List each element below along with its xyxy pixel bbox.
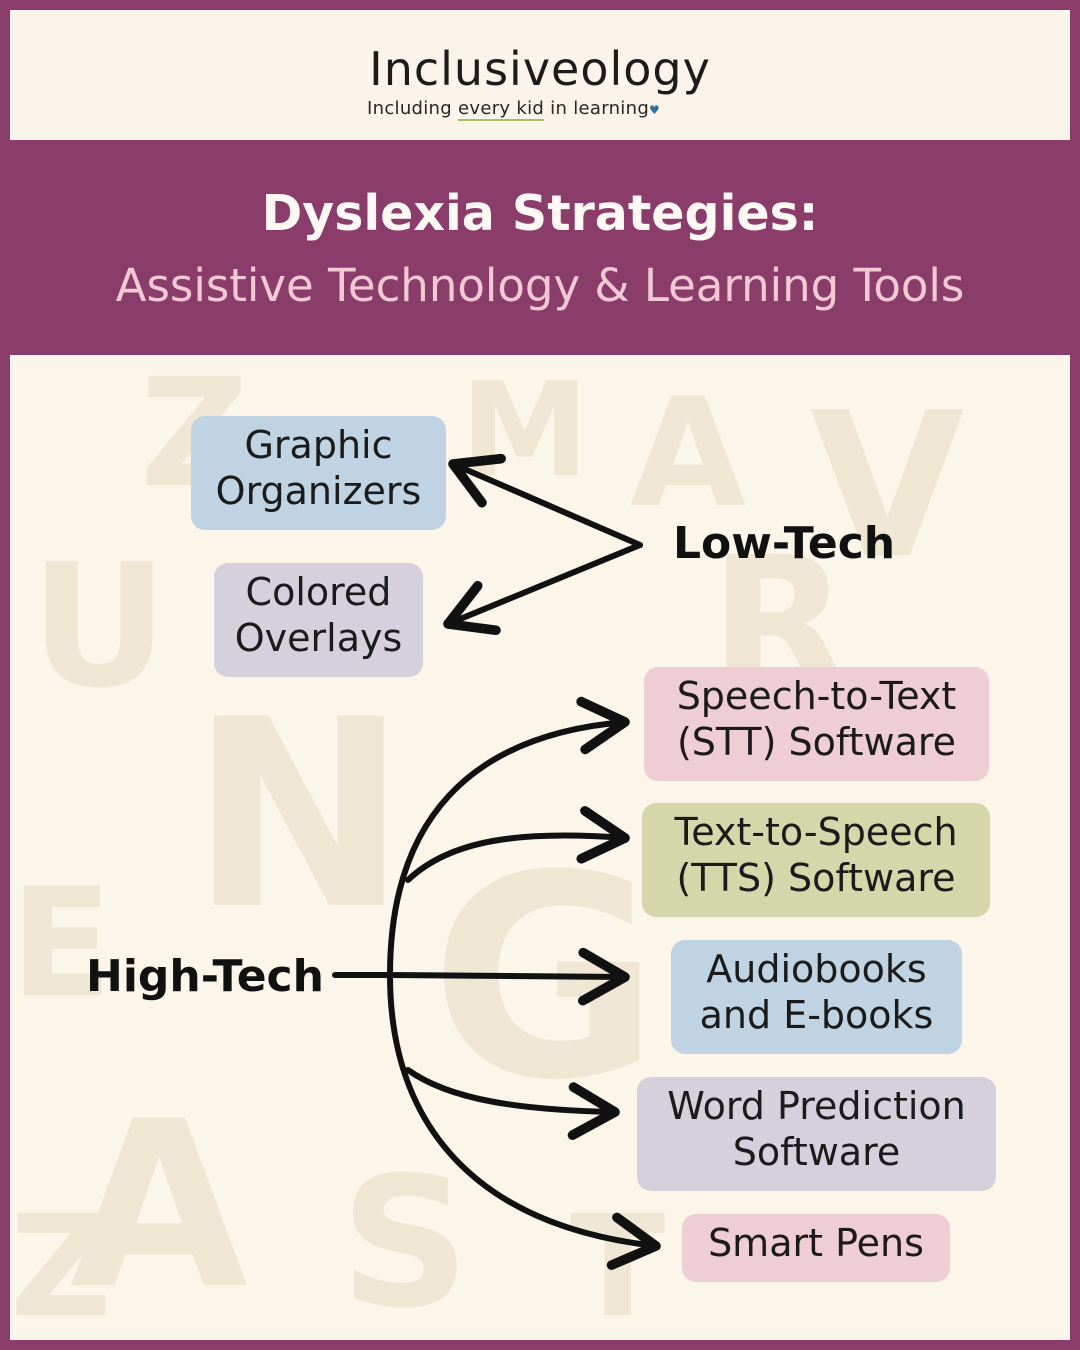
svg-text:A: A (630, 367, 746, 541)
high-tech-item: Text-to-Speech (TTS) Software (642, 803, 990, 917)
svg-text:T: T (570, 1186, 666, 1340)
item-line-2: (STT) Software (676, 720, 957, 764)
item-line-1: Colored (245, 570, 392, 614)
low-tech-label: Low-Tech (673, 518, 896, 569)
high-tech-item: Word Prediction Software (637, 1077, 996, 1191)
svg-text:A: A (70, 1073, 248, 1340)
item-line-1: Audiobooks (706, 947, 927, 991)
high-tech-item: Speech-to-Text (STT) Software (644, 667, 989, 781)
heart-icon: ♥ (649, 103, 661, 117)
high-tech-item: Audiobooks and E-books (671, 940, 962, 1054)
tagline-part: Including (367, 98, 459, 119)
svg-text:Z: Z (10, 1186, 112, 1340)
svg-text:U: U (30, 528, 168, 726)
item-line-1: Text-to-Speech (674, 810, 958, 854)
brand-header: Inclusiveology Including every kid in le… (10, 10, 1070, 140)
page-subtitle: Assistive Technology & Learning Tools (115, 259, 965, 312)
page-title: Dyslexia Strategies: (261, 185, 819, 242)
high-tech-label: High-Tech (86, 951, 324, 1002)
brand-logo-text: Inclusiveology (369, 42, 711, 96)
item-line-2: Organizers (215, 469, 422, 513)
item-line-1: Graphic (244, 423, 393, 467)
item-line-2: and E-books (699, 993, 934, 1037)
item-line-2: Software (732, 1130, 901, 1174)
low-tech-item: Colored Overlays (214, 563, 423, 677)
tagline-part-end: in learning (544, 98, 650, 119)
item-line-2: (TTS) Software (676, 856, 956, 900)
svg-text:G: G (430, 816, 660, 1142)
item-line-1: Smart Pens (708, 1221, 924, 1265)
svg-text:S: S (340, 1139, 470, 1340)
high-tech-item: Smart Pens (682, 1214, 950, 1282)
low-tech-item: Graphic Organizers (191, 416, 446, 530)
brand-tagline: Including every kid in learning♥ (367, 98, 661, 121)
svg-text:V: V (810, 370, 965, 603)
svg-text:M: M (460, 355, 589, 506)
svg-text:E: E (10, 857, 112, 1031)
item-line-1: Word Prediction (667, 1084, 966, 1128)
item-line-2: Overlays (234, 616, 403, 660)
tagline-underlined: every kid (458, 98, 545, 121)
svg-text:N: N (190, 665, 408, 967)
item-line-1: Speech-to-Text (676, 674, 957, 718)
